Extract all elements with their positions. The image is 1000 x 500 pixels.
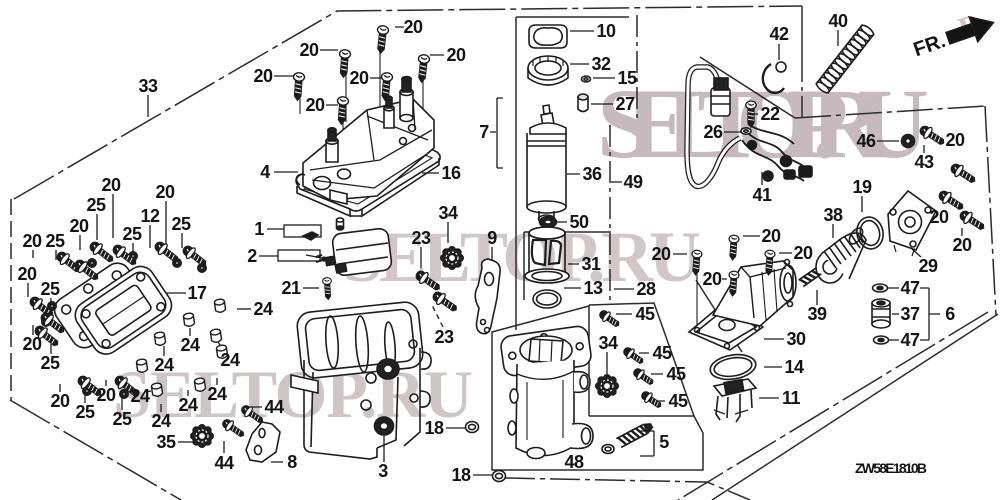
svg-text:25: 25	[122, 224, 142, 244]
svg-text:25: 25	[45, 231, 65, 251]
svg-text:36: 36	[582, 164, 602, 184]
svg-text:20: 20	[761, 226, 781, 246]
svg-text:7: 7	[479, 122, 489, 142]
svg-text:44: 44	[264, 397, 284, 417]
svg-text:24: 24	[180, 335, 200, 355]
svg-text:24: 24	[178, 395, 198, 415]
svg-text:43: 43	[914, 152, 934, 172]
svg-text:45: 45	[652, 343, 672, 363]
svg-text:33: 33	[138, 76, 158, 96]
svg-text:20: 20	[155, 182, 175, 202]
svg-text:47: 47	[900, 330, 920, 350]
svg-text:20: 20	[17, 264, 37, 284]
svg-text:25: 25	[86, 195, 106, 215]
svg-text:27: 27	[615, 94, 635, 114]
svg-text:20: 20	[952, 235, 972, 255]
svg-text:10: 10	[596, 21, 616, 41]
svg-text:3: 3	[378, 461, 388, 481]
svg-text:11: 11	[782, 388, 801, 408]
svg-text:24: 24	[253, 299, 273, 319]
svg-text:30: 30	[786, 329, 806, 349]
svg-text:45: 45	[635, 304, 655, 324]
svg-text:13: 13	[583, 278, 603, 298]
svg-text:20: 20	[101, 175, 121, 195]
svg-text:25: 25	[40, 353, 60, 373]
svg-text:20: 20	[22, 334, 42, 354]
svg-text:16: 16	[441, 163, 461, 183]
svg-text:FR.: FR.	[911, 30, 949, 61]
svg-text:45: 45	[666, 364, 686, 384]
svg-text:24: 24	[154, 355, 174, 375]
svg-text:18: 18	[451, 465, 471, 485]
svg-text:ZW58E1810B: ZW58E1810B	[855, 460, 927, 476]
svg-text:2: 2	[247, 246, 257, 266]
svg-text:18: 18	[424, 418, 444, 438]
svg-text:42: 42	[769, 24, 789, 44]
svg-text:48: 48	[564, 452, 584, 472]
svg-text:8: 8	[287, 452, 297, 472]
svg-text:40: 40	[828, 11, 848, 31]
svg-text:20: 20	[96, 385, 116, 405]
svg-text:25: 25	[75, 402, 95, 422]
svg-text:24: 24	[151, 411, 171, 431]
svg-text:20: 20	[702, 269, 722, 289]
svg-text:22: 22	[760, 104, 780, 124]
svg-text:35: 35	[156, 432, 176, 452]
svg-text:25: 25	[112, 409, 132, 429]
svg-text:20: 20	[50, 391, 70, 411]
svg-text:26: 26	[703, 122, 723, 142]
svg-text:38: 38	[823, 205, 843, 225]
svg-text:14: 14	[784, 357, 804, 377]
svg-text:15: 15	[617, 68, 637, 88]
svg-text:23: 23	[411, 228, 431, 248]
svg-text:39: 39	[807, 304, 827, 324]
svg-text:34: 34	[598, 333, 618, 353]
svg-text:23: 23	[434, 327, 454, 347]
svg-text:25: 25	[40, 279, 60, 299]
svg-text:20: 20	[446, 45, 466, 65]
svg-text:5: 5	[659, 432, 669, 452]
svg-text:20: 20	[305, 95, 325, 115]
svg-text:31: 31	[581, 254, 601, 274]
svg-text:20: 20	[929, 207, 949, 227]
svg-text:34: 34	[438, 203, 458, 223]
svg-text:25: 25	[171, 214, 191, 234]
svg-text:9: 9	[487, 228, 497, 248]
svg-text:20: 20	[793, 243, 813, 263]
svg-text:20: 20	[349, 68, 369, 88]
svg-text:20: 20	[69, 216, 89, 236]
svg-text:20: 20	[945, 130, 965, 150]
svg-text:20: 20	[299, 40, 319, 60]
svg-text:12: 12	[140, 206, 160, 226]
svg-text:45: 45	[668, 391, 688, 411]
svg-text:32: 32	[591, 54, 611, 74]
svg-text:29: 29	[918, 256, 938, 276]
svg-text:24: 24	[130, 386, 150, 406]
svg-text:20: 20	[403, 17, 423, 37]
svg-text:47: 47	[900, 278, 920, 298]
svg-text:41: 41	[752, 185, 772, 205]
svg-text:49: 49	[623, 172, 643, 192]
svg-text:20: 20	[253, 66, 273, 86]
svg-text:28: 28	[636, 279, 656, 299]
svg-text:SELTOP.RU: SELTOP.RU	[343, 217, 701, 297]
svg-text:21: 21	[281, 278, 301, 298]
svg-text:20: 20	[22, 231, 42, 251]
svg-text:46: 46	[856, 131, 876, 151]
svg-text:50: 50	[569, 212, 589, 232]
svg-text:44: 44	[214, 453, 234, 473]
svg-text:4: 4	[260, 162, 270, 182]
svg-text:6: 6	[945, 304, 955, 324]
svg-text:SELTOP.RU: SELTOP.RU	[597, 68, 929, 179]
svg-text:20: 20	[651, 244, 671, 264]
svg-text:1: 1	[254, 219, 264, 239]
svg-text:24: 24	[207, 384, 227, 404]
svg-text:17: 17	[187, 283, 207, 303]
svg-text:24: 24	[220, 350, 240, 370]
svg-text:37: 37	[900, 304, 920, 324]
svg-text:19: 19	[852, 177, 872, 197]
